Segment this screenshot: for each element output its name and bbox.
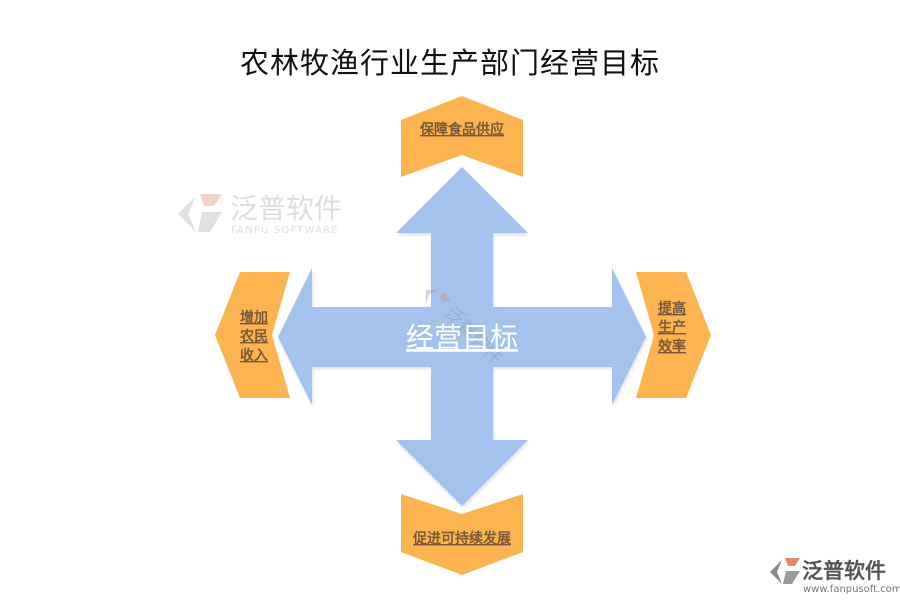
- goal-top-label: 保障食品供应: [419, 121, 504, 138]
- footer-url: www.fanpusoft.com: [803, 584, 900, 595]
- goal-left-line1: 增加: [240, 309, 268, 326]
- center-goal-label: 经营目标: [406, 321, 518, 354]
- goal-bottom: 促进可持续发展: [401, 494, 523, 575]
- fanpu-footer-icon: [770, 558, 800, 584]
- goal-top: 保障食品供应: [401, 96, 523, 177]
- goal-left-line3: 收入: [240, 347, 268, 364]
- horizontal-double-arrow: [278, 268, 646, 405]
- goal-right-line1: 提高: [658, 300, 686, 317]
- watermark-brand-en: FANPU SOFTWARE: [231, 225, 339, 236]
- goal-right-line2: 生产: [658, 319, 686, 336]
- goal-left-line2: 农民: [239, 328, 268, 345]
- page-title: 农林牧渔行业生产部门经营目标: [239, 46, 660, 80]
- footer-brand: 泛普软件: [802, 559, 886, 583]
- goal-left: 增加 农民 收入: [215, 272, 290, 398]
- watermark-brand: 泛普软件: [230, 192, 342, 225]
- watermark-logo-top: 泛普软件 FANPU SOFTWARE: [178, 192, 342, 236]
- goal-right-line3: 效率: [658, 338, 686, 355]
- footer-logo: 泛普软件 www.fanpusoft.com: [770, 558, 900, 595]
- goal-bottom-label: 促进可持续发展: [412, 530, 511, 547]
- goal-right: 提高 生产 效率: [636, 272, 711, 398]
- fanpu-logo-icon: [178, 194, 222, 232]
- cross-arrows: [278, 167, 646, 506]
